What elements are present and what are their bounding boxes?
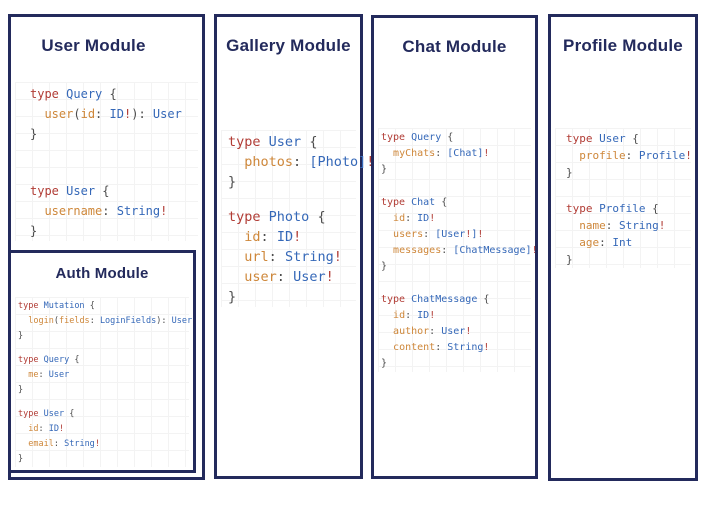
code-line: login(fields: LoginFields): User xyxy=(28,316,193,326)
code-line: } xyxy=(228,289,237,305)
code-line: } xyxy=(18,385,24,395)
code-line: } xyxy=(566,253,573,266)
code-line: } xyxy=(18,454,24,464)
gallery-module-box: Gallery Module type User { photos: [Phot… xyxy=(214,14,374,479)
code-line: type Query { xyxy=(381,132,454,143)
profile-module-code: type User { profile: Profile!}type Profi… xyxy=(555,128,692,268)
code-block: type User { username: String!} xyxy=(30,181,198,241)
user-module-title: User Module xyxy=(41,36,146,55)
code-line: } xyxy=(566,166,573,179)
code-block: type Mutation { login(fields: LoginField… xyxy=(18,299,193,344)
gallery-module-code: type User { photos: [Photo]!}type Photo … xyxy=(221,130,374,307)
code-line: email: String! xyxy=(28,439,100,449)
chat-module-code: type Query { myChats: [Chat]!}type Chat … xyxy=(378,128,538,372)
code-line: } xyxy=(18,331,24,341)
code-line: type Chat { xyxy=(381,197,448,208)
code-line: type User { xyxy=(566,132,639,145)
code-line: url: String! xyxy=(244,249,342,265)
code-line: id: ID! xyxy=(28,424,65,434)
chat-module-title: Chat Module xyxy=(402,37,507,56)
code-line: id: ID! xyxy=(244,229,302,245)
code-line: author: User! xyxy=(393,326,472,337)
code-line: } xyxy=(30,127,38,141)
profile-module-title: Profile Module xyxy=(563,36,683,55)
auth-module-title: Auth Module xyxy=(55,265,149,282)
code-block: type ChatMessage { id: ID! author: User!… xyxy=(381,292,531,372)
code-block: type Photo { id: ID! url: String! user: … xyxy=(228,207,356,307)
code-line: user: User! xyxy=(244,269,334,285)
code-line: user(id: ID!): User xyxy=(44,107,182,121)
code-line: } xyxy=(228,174,237,190)
code-line: type Mutation { xyxy=(18,301,95,311)
code-line: type Photo { xyxy=(228,209,326,225)
chat-module-box: Chat Module type Query { myChats: [Chat]… xyxy=(371,15,538,479)
code-line: username: String! xyxy=(44,204,168,218)
code-line: users: [User!]! xyxy=(393,229,484,240)
code-line: photos: [Photo]! xyxy=(244,154,374,170)
profile-module-box: Profile Module type User { profile: Prof… xyxy=(548,14,698,481)
code-line: messages: [ChatMessage]! xyxy=(393,245,538,256)
code-line: type Profile { xyxy=(566,202,659,215)
code-line: age: Int xyxy=(579,236,633,249)
auth-module-code: type Mutation { login(fields: LoginField… xyxy=(15,297,193,467)
auth-module-box: Auth Module type Mutation { login(fields… xyxy=(8,250,196,473)
code-line: profile: Profile! xyxy=(579,149,692,162)
code-line: } xyxy=(381,261,388,272)
user-module-code: type Query { user(id: ID!): User}type Us… xyxy=(15,82,198,241)
code-block: type Profile { name: String! age: Int} xyxy=(566,200,691,268)
code-line: id: ID! xyxy=(393,310,436,321)
code-line: type User { xyxy=(18,409,75,419)
code-block: type User { photos: [Photo]!} xyxy=(228,132,374,192)
code-block: type Query { user(id: ID!): User} xyxy=(30,84,198,144)
code-block: type Query { myChats: [Chat]!} xyxy=(381,130,531,178)
code-line: name: String! xyxy=(579,219,666,232)
code-line: myChats: [Chat]! xyxy=(393,148,490,159)
code-block: type User { id: ID! email: String!} xyxy=(18,407,189,467)
code-block: type Query { me: User} xyxy=(18,353,189,398)
code-line: type User { xyxy=(30,184,110,198)
code-line: type Query { xyxy=(30,87,117,101)
code-line: type Query { xyxy=(18,355,80,365)
code-line: type ChatMessage { xyxy=(381,294,490,305)
code-line: } xyxy=(30,224,38,238)
code-line: content: String! xyxy=(393,342,490,353)
code-line: id: ID! xyxy=(393,213,436,224)
gallery-module-title: Gallery Module xyxy=(226,36,351,55)
code-line: } xyxy=(381,358,388,369)
code-block: type User { profile: Profile!} xyxy=(566,130,692,181)
code-block: type Chat { id: ID! users: [User!]! mess… xyxy=(381,195,538,275)
code-line: me: User xyxy=(28,370,70,380)
code-line: type User { xyxy=(228,134,318,150)
code-line: } xyxy=(381,164,388,175)
